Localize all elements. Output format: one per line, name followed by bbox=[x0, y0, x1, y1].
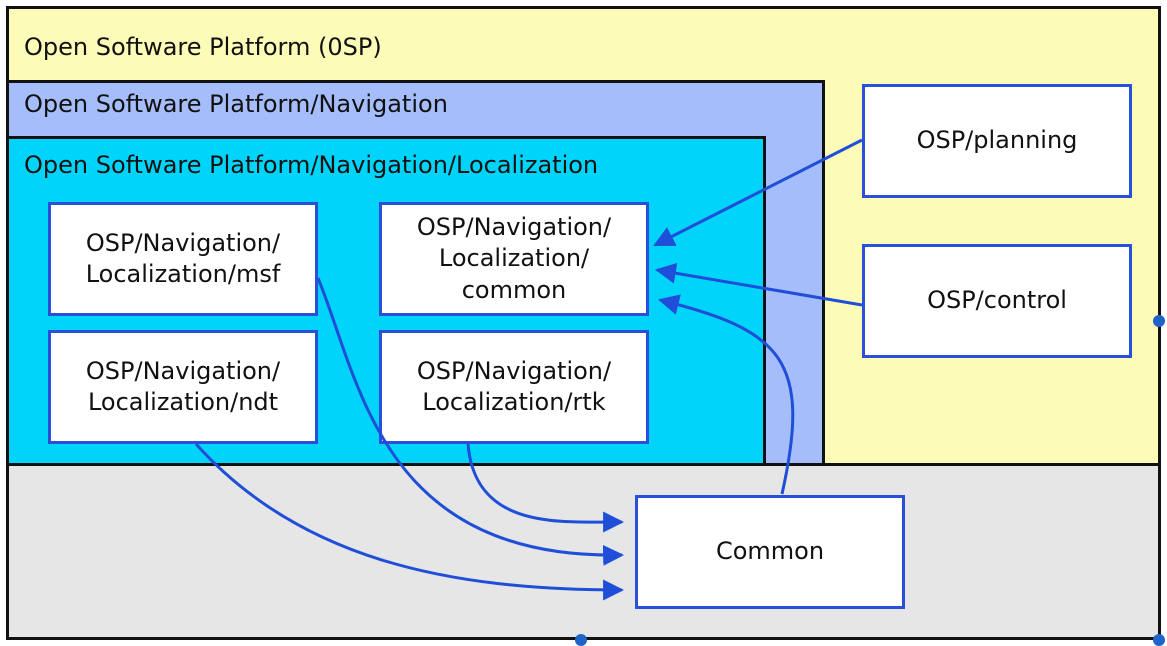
connector-dot-bottom-right bbox=[1153, 634, 1165, 646]
module-common-label: Common bbox=[715, 537, 825, 566]
connector-dot-bottom bbox=[575, 634, 587, 646]
module-control[interactable]: OSP/control bbox=[862, 244, 1132, 358]
module-common[interactable]: Common bbox=[635, 495, 905, 609]
localization-region-label: Open Software Platform/Navigation/Locali… bbox=[24, 151, 599, 179]
connector-dot-right bbox=[1153, 315, 1165, 327]
module-localization-common-label: OSP/Navigation/ Localization/ common bbox=[416, 213, 612, 304]
bottom-common-area bbox=[6, 463, 1161, 640]
module-localization-ndt[interactable]: OSP/Navigation/ Localization/ndt bbox=[48, 330, 318, 444]
module-localization-msf-label: OSP/Navigation/ Localization/msf bbox=[85, 228, 281, 288]
module-localization-ndt-label: OSP/Navigation/ Localization/ndt bbox=[85, 356, 281, 416]
module-localization-common[interactable]: OSP/Navigation/ Localization/ common bbox=[379, 202, 649, 316]
module-planning-label: OSP/planning bbox=[916, 126, 1078, 155]
module-localization-rtk[interactable]: OSP/Navigation/ Localization/rtk bbox=[379, 330, 649, 444]
module-localization-msf[interactable]: OSP/Navigation/ Localization/msf bbox=[48, 202, 318, 316]
osp-region-label: Open Software Platform (0SP) bbox=[24, 33, 382, 61]
module-localization-rtk-label: OSP/Navigation/ Localization/rtk bbox=[416, 356, 612, 416]
module-planning[interactable]: OSP/planning bbox=[862, 84, 1132, 198]
navigation-region-label: Open Software Platform/Navigation bbox=[24, 90, 448, 118]
module-control-label: OSP/control bbox=[927, 286, 1067, 315]
